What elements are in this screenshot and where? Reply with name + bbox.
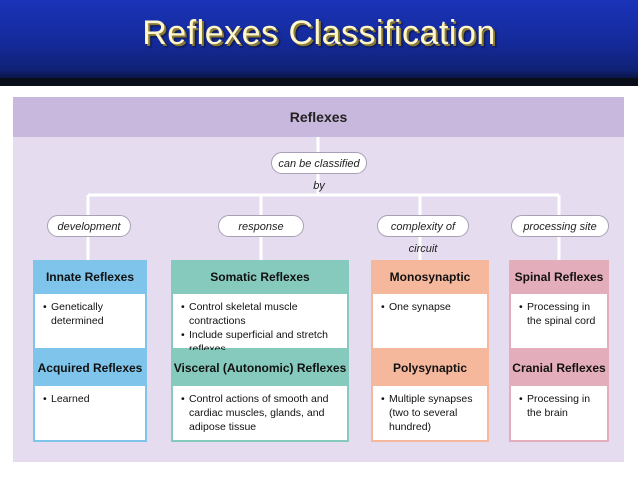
criterion-response: response [218, 215, 304, 237]
box-title-acquired: Acquired Reflexes [33, 350, 147, 386]
box-title-polysynaptic: Polysynaptic [371, 350, 489, 386]
list-item: Control actions of smooth and cardiac mu… [181, 392, 341, 434]
list-item: Processing in the brain [519, 392, 601, 420]
box-title-somatic: Somatic Reflexes [171, 260, 349, 294]
box-title-innate: Innate Reflexes [33, 260, 147, 294]
criterion-development: development [47, 215, 131, 237]
list-item: Processing in the spinal cord [519, 300, 601, 328]
box-body-visceral: Control actions of smooth and cardiac mu… [171, 386, 349, 442]
box-body-somatic: Control skeletal muscle contractions Inc… [171, 294, 349, 355]
list-item: Learned [43, 392, 139, 406]
classification-diagram: Reflexes can be classified by developmen… [13, 97, 624, 462]
list-item: Control skeletal muscle contractions [181, 300, 341, 328]
criterion-complexity-of-circuit: complexity of circuit [377, 215, 469, 255]
box-body-acquired: Learned [33, 386, 147, 442]
criterion-processing-site: processing site [511, 215, 609, 237]
list-item: Genetically determined [43, 300, 139, 328]
slide-title: Reflexes Classification [142, 14, 496, 52]
connector-label: can be classified by [271, 152, 367, 192]
box-title-spinal: Spinal Reflexes [509, 260, 609, 294]
box-body-monosynaptic: One synapse [371, 294, 489, 350]
box-title-cranial: Cranial Reflexes [509, 350, 609, 386]
box-body-cranial: Processing in the brain [509, 386, 609, 442]
box-body-innate: Genetically determined [33, 294, 147, 350]
list-item: One synapse [381, 300, 481, 314]
connector-lines [86, 137, 561, 260]
box-body-polysynaptic: Multiple synapses (two to several hundre… [371, 386, 489, 442]
column-development: Innate Reflexes Genetically determined A… [33, 260, 147, 442]
box-title-monosynaptic: Monosynaptic [371, 260, 489, 294]
box-title-visceral: Visceral (Autonomic) Reflexes [171, 350, 349, 386]
column-complexity-of-circuit: Monosynaptic One synapse Polysynaptic Mu… [371, 260, 489, 442]
column-processing-site: Spinal Reflexes Processing in the spinal… [509, 260, 609, 442]
box-body-spinal: Processing in the spinal cord [509, 294, 609, 350]
root-banner: Reflexes [13, 97, 624, 137]
column-response: Somatic Reflexes Control skeletal muscle… [171, 260, 349, 442]
title-band: Reflexes Classification [0, 0, 638, 78]
list-item: Multiple synapses (two to several hundre… [381, 392, 481, 434]
root-node: Reflexes [289, 109, 348, 125]
